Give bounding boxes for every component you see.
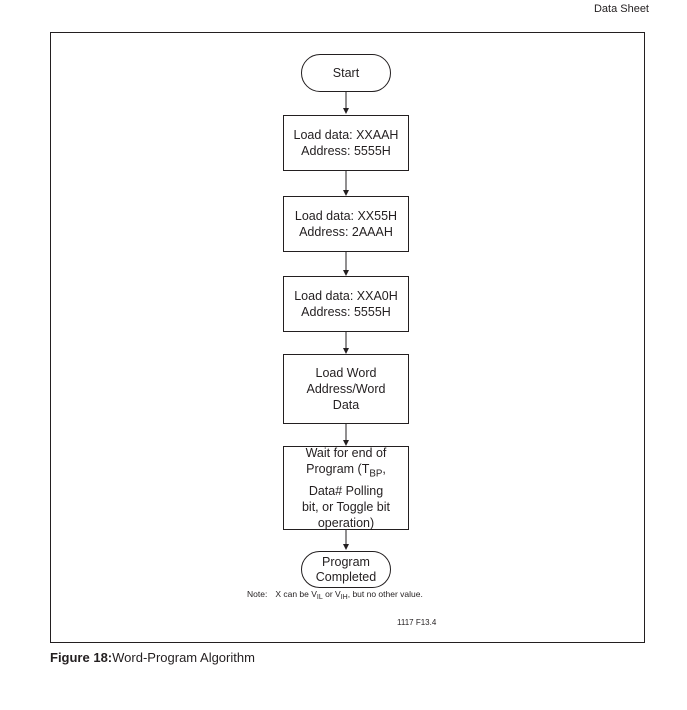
figure-frame (50, 32, 645, 643)
step-load-xx55h: Load data: XX55H Address: 2AAAH (283, 196, 409, 252)
step5-line3: Data# Polling (308, 483, 384, 498)
step4-line3: Data (332, 398, 360, 412)
program-completed-terminal: Program Completed (301, 551, 391, 588)
step5-line1: Wait for end of (305, 446, 387, 461)
step5-line5: operation) (317, 515, 375, 530)
figure-reference-id: 1117 F13.4 (397, 618, 437, 627)
step5-line4: bit, or Toggle bit (301, 499, 391, 514)
document-type-header: Data Sheet (593, 3, 649, 15)
step1-line1: Load data: XXAAH (293, 128, 399, 142)
end-line2: Completed (315, 569, 377, 584)
step4-line1: Load Word (315, 366, 377, 380)
step-load-xxa0h: Load data: XXA0H Address: 5555H (283, 276, 409, 332)
note-text-a: X can be V (275, 589, 317, 599)
step5-line2: Program (TBP, (302, 461, 390, 483)
step-load-word: Load Word Address/Word Data (283, 354, 409, 424)
figure-caption: Figure 18:Word-Program Algorithm (50, 650, 255, 665)
step1-line2: Address: 5555H (301, 144, 391, 158)
step5-line2-text: Program (T (306, 462, 370, 477)
note-label: Note: (247, 589, 268, 599)
start-terminal: Start (301, 54, 391, 92)
note-sub-il: IL (316, 594, 323, 601)
step3-line1: Load data: XXA0H (294, 289, 398, 303)
note-text-c: , but no other value. (347, 589, 423, 599)
start-label: Start (332, 66, 360, 80)
step2-line2: Address: 2AAAH (299, 225, 393, 239)
step3-line2: Address: 5555H (301, 305, 391, 319)
step-load-xxaah: Load data: XXAAH Address: 5555H (283, 115, 409, 171)
step4-line2: Address/Word (306, 382, 386, 396)
caption-title: Word-Program Algorithm (112, 650, 255, 665)
step5-line2-sub: BP (369, 468, 383, 480)
caption-label: Figure 18: (50, 650, 113, 665)
step2-line1: Load data: XX55H (294, 209, 398, 223)
note-text-b: or V (322, 589, 341, 599)
end-line1: Program (322, 554, 370, 569)
step5-line2-comma: , (382, 462, 386, 477)
step-wait-end-of-program: Wait for end of Program (TBP, Data# Poll… (283, 446, 409, 530)
note-text: Note: X can be VIL or VIH, but no other v… (247, 589, 423, 601)
note-sub-ih: IH (340, 594, 348, 601)
